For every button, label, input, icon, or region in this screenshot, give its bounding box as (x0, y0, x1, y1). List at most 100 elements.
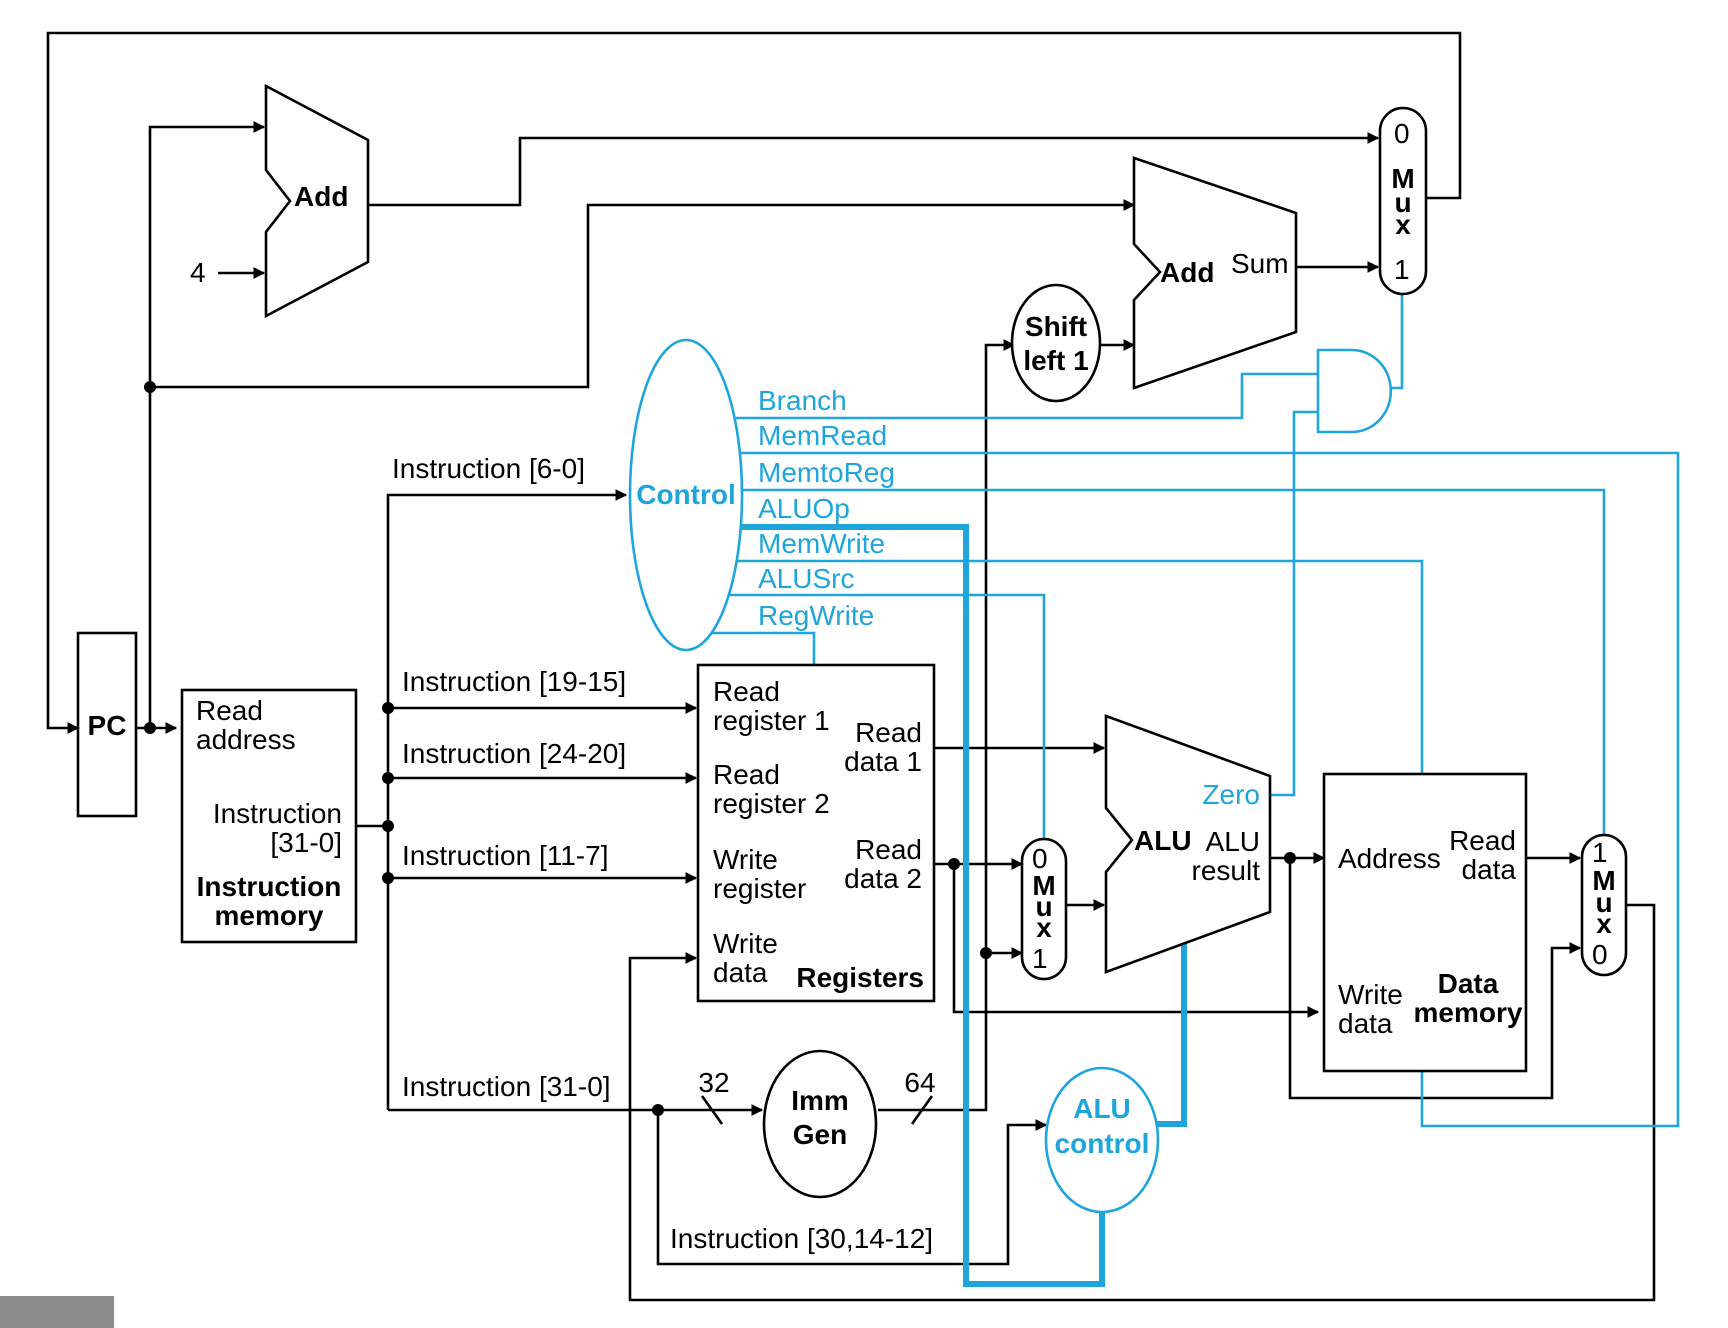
bus-width-64: 64 (904, 1067, 935, 1098)
pc-register: PC (76, 631, 138, 818)
branch-add-label: Add (1160, 257, 1214, 288)
funct-wire (656, 1110, 1048, 1266)
junction-instruction (382, 820, 394, 832)
mux-alu-1: 1 (1032, 943, 1048, 974)
mux-top-0: 0 (1394, 118, 1410, 149)
junction-rd (382, 872, 394, 884)
data-memory: Address Read data Write data Data memory (1322, 772, 1528, 1073)
field-funct: Instruction [30,14-12] (670, 1223, 933, 1254)
signal-branch: Branch (758, 385, 847, 416)
instruction-memory: Read address Instruction [31-0] Instruct… (180, 688, 358, 944)
add-label: Add (294, 181, 348, 212)
bus-slash-64 (910, 1095, 934, 1125)
pc-to-add-wire (148, 121, 266, 728)
branch-and-gate (1316, 348, 1393, 434)
mux-mem-0: 0 (1592, 939, 1608, 970)
alu: ALU Zero ALU result (1104, 714, 1272, 974)
alu-result-l1: ALU (1206, 826, 1260, 857)
alusrc-signal-wire (726, 593, 1046, 839)
imm-gen-l1: Imm (791, 1085, 849, 1116)
reg-write-register-l1: Write (713, 844, 778, 875)
mux-alu-x: x (1036, 912, 1052, 943)
pc-source-mux: 0 M u x 1 (1378, 106, 1428, 296)
mux-alu-0: 0 (1032, 843, 1048, 874)
mux-mem-x: x (1596, 908, 1612, 939)
opcode-wire (386, 489, 628, 826)
junction-rs1 (382, 702, 394, 714)
shift-label-line1: Shift (1025, 311, 1087, 342)
memread-signal-wire (736, 451, 1680, 1128)
mux-alu-m: M (1032, 870, 1055, 901)
field-rs2: Instruction [24-20] (402, 738, 626, 769)
alu-control-l1: ALU (1073, 1093, 1131, 1124)
reg-read-register-2-l2: register 2 (713, 788, 830, 819)
control-label: Control (636, 479, 736, 510)
memtoreg-signal-wire (736, 488, 1606, 835)
write-data-mem-wire (952, 864, 1320, 1018)
reg-read-register-1-l2: register 1 (713, 705, 830, 736)
control-unit: Control (628, 338, 744, 652)
mux-top-u: u (1394, 187, 1411, 218)
reg-read-data-1-l2: data 1 (844, 746, 922, 777)
pc-label: PC (88, 710, 127, 741)
datapath-wires (46, 31, 1656, 1302)
mux-alu-u: u (1035, 891, 1052, 922)
junction-read-data-2 (948, 858, 960, 870)
reg-write-data-l2: data (713, 957, 768, 988)
reg-read-register-1-l1: Read (713, 676, 780, 707)
register-file: Read register 1 Read register 2 Write re… (696, 663, 936, 1003)
zero-wire (1266, 410, 1318, 797)
branch-target-adder: Add Sum (1132, 156, 1298, 390)
signal-memread: MemRead (758, 420, 887, 451)
junction-pc-branch (144, 381, 156, 393)
mux-top-m: M (1391, 163, 1414, 194)
dmem-address: Address (1338, 843, 1441, 874)
dmem-read-data-l2: data (1462, 854, 1517, 885)
junction-rs2 (382, 772, 394, 784)
reg-read-data-1-l1: Read (855, 717, 922, 748)
signal-alusrc: ALUSrc (758, 563, 854, 594)
mux-top-x: x (1395, 209, 1411, 240)
bus-slash-32 (700, 1095, 724, 1125)
mem-to-reg-mux: 1 M u x 0 (1580, 833, 1628, 977)
field-rs1: Instruction [19-15] (402, 666, 626, 697)
write-back-wire (628, 903, 1656, 1302)
imm-out-wire (878, 339, 1016, 1112)
dmem-title-l1: Data (1438, 968, 1499, 999)
junction-imm (980, 947, 992, 959)
pc-plus-4-wire (368, 132, 1380, 207)
reg-read-data-2-l1: Read (855, 834, 922, 865)
imem-title-l2: memory (215, 900, 324, 931)
instruction-field-labels: Instruction [6-0] Instruction [19-15] In… (392, 453, 933, 1254)
immediate-generator: Imm Gen (762, 1049, 878, 1199)
reg-title: Registers (796, 962, 924, 993)
junction-pc (144, 722, 156, 734)
mux-mem-m: M (1592, 865, 1615, 896)
imem-read-address-l2: address (196, 724, 296, 755)
instruction-bus (356, 824, 390, 1110)
imm-gen-l2: Gen (793, 1119, 847, 1150)
dmem-title-l2: memory (1414, 997, 1523, 1028)
dmem-read-data-l1: Read (1449, 825, 1516, 856)
zero-label: Zero (1202, 779, 1260, 810)
signal-memtoreg: MemtoReg (758, 457, 895, 488)
alu-control-unit: ALU control (1044, 1066, 1160, 1214)
constant-four: 4 (190, 257, 206, 288)
regwrite-signal-wire (710, 631, 816, 665)
alu-label: ALU (1134, 825, 1192, 856)
reg-write-register-l2: register (713, 873, 806, 904)
dmem-write-data-l1: Write (1338, 979, 1403, 1010)
reg-read-register-2-l1: Read (713, 759, 780, 790)
imem-instruction-l1: Instruction (213, 798, 342, 829)
control-signal-labels: Branch MemRead MemtoReg ALUOp MemWrite A… (758, 385, 895, 631)
reg-read-data-2-l2: data 2 (844, 863, 922, 894)
shift-left-unit: Shift left 1 (1010, 283, 1102, 403)
alu-result-bypass-wire (1288, 858, 1582, 1100)
pc-to-branch-add-wire (150, 199, 1136, 389)
field-rd: Instruction [11-7] (402, 840, 608, 871)
mux-mem-u: u (1595, 887, 1612, 918)
alu-result-l2: result (1192, 855, 1261, 886)
mux-mem-1: 1 (1592, 837, 1608, 868)
dmem-write-data-l2: data (1338, 1008, 1393, 1039)
sum-label: Sum (1231, 248, 1289, 279)
